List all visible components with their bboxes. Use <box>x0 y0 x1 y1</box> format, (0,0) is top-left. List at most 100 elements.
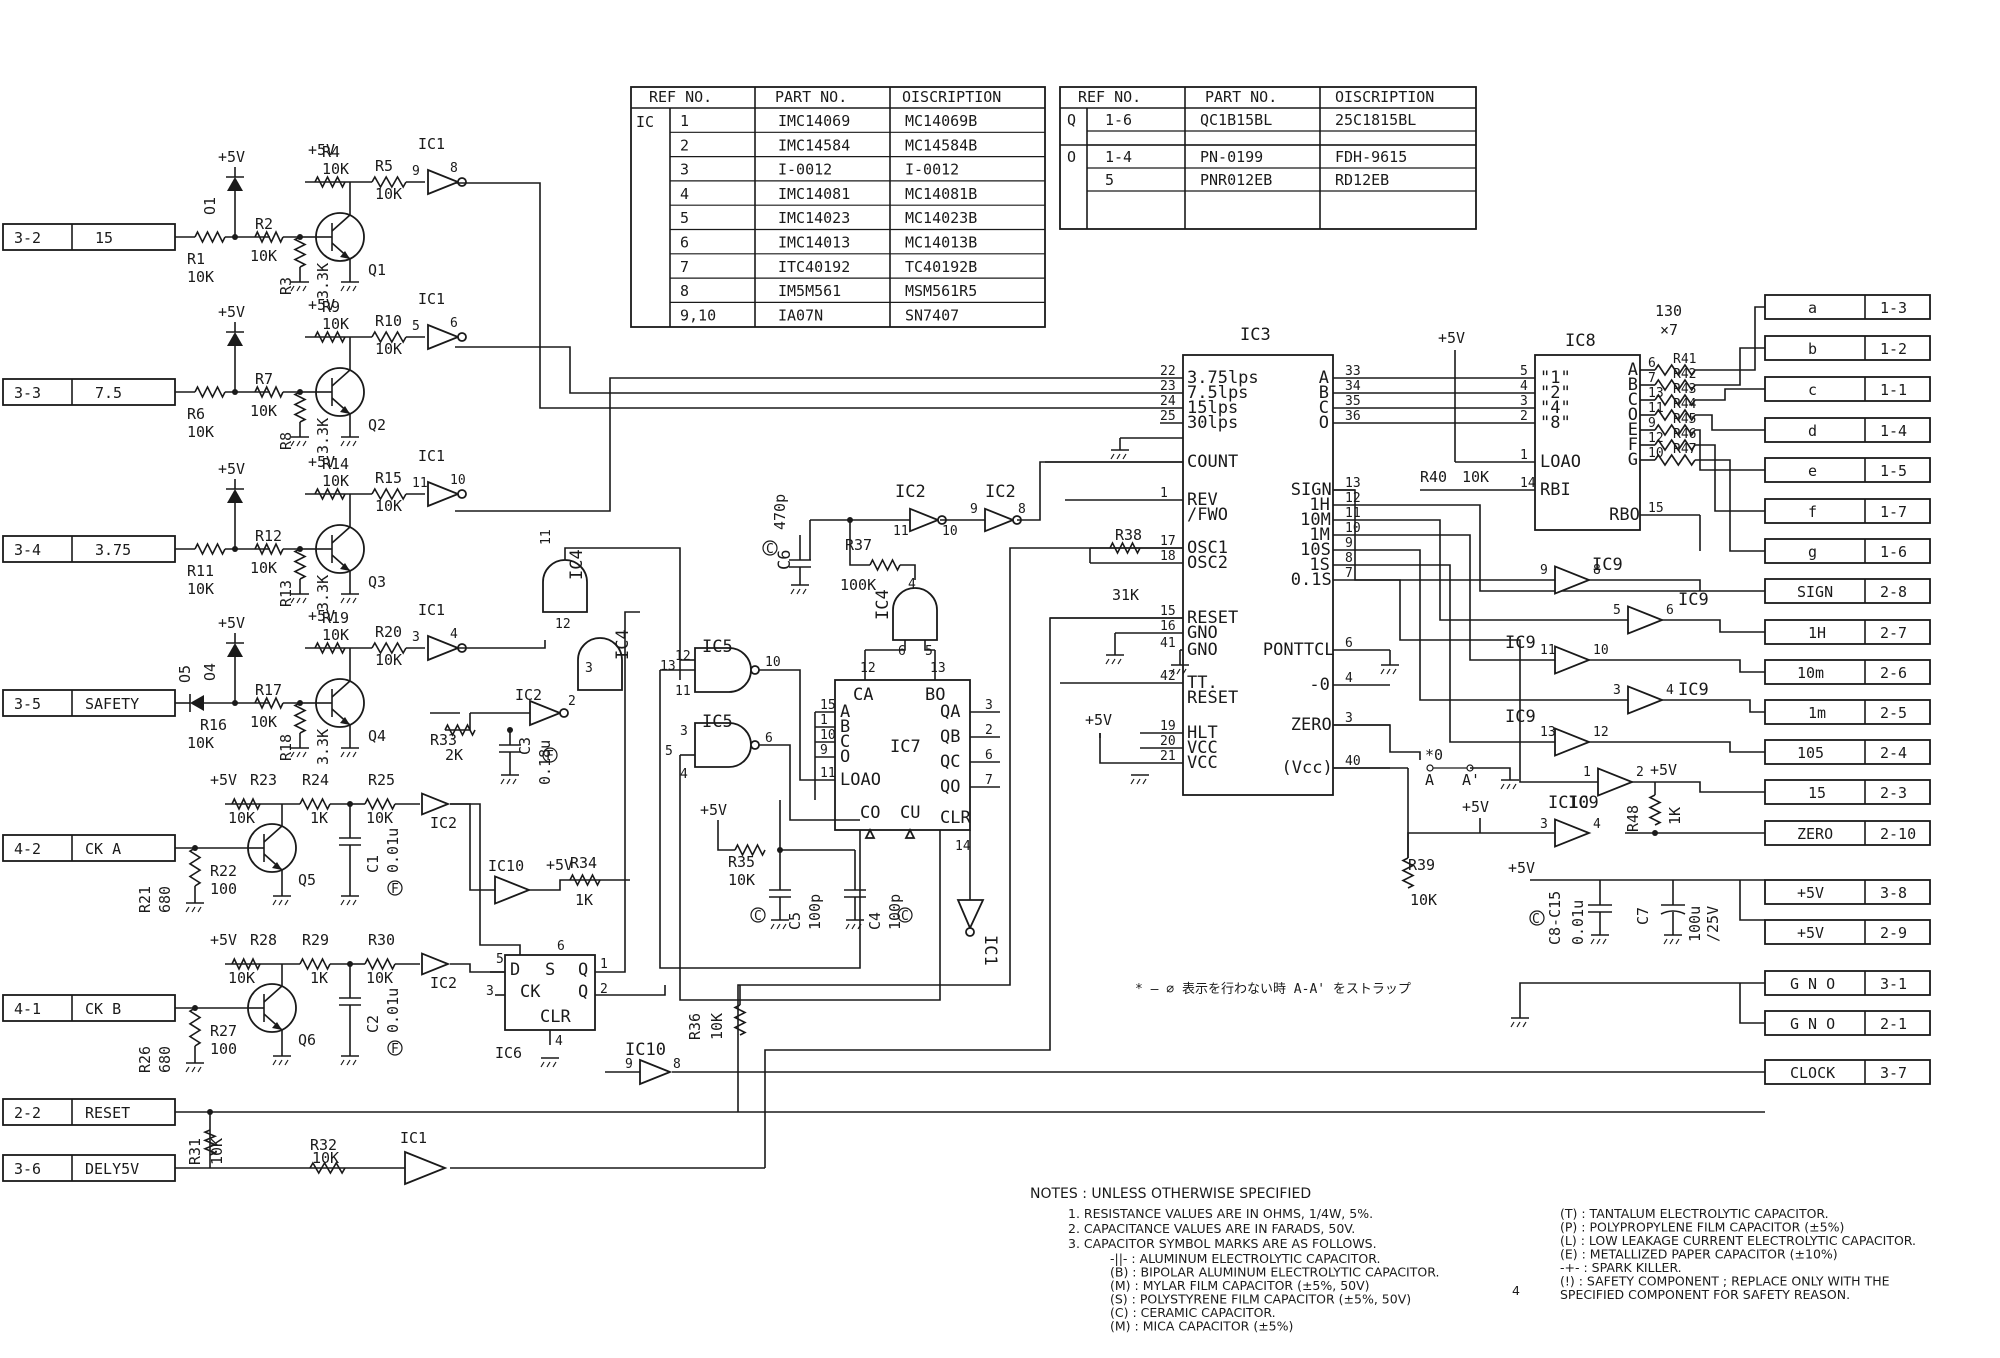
note-symbol: (L) : LOW LEAKAGE CURRENT ELECTROLYTIC C… <box>1560 1233 1916 1248</box>
note-symbol: (M) : MYLAR FILM CAPACITOR (±5%, 50V) <box>1110 1278 1370 1293</box>
right-connector-pin: 3-1 <box>1880 975 1907 993</box>
right-connector-box <box>1764 699 1931 725</box>
segment-resistor-label: R42 <box>1673 367 1696 382</box>
ic6-pin-name: D <box>510 960 520 980</box>
right-connector-pin: 2-4 <box>1880 744 1907 762</box>
pin-number: 11 <box>412 476 428 491</box>
stamp-c-icon <box>1529 910 1545 926</box>
right-connector-pin: 1-2 <box>1880 340 1907 358</box>
c815-value: 0.01u <box>1569 900 1587 945</box>
ic3-pin-name: RESET <box>1187 608 1238 628</box>
emitter-arrow-icon <box>272 1022 282 1030</box>
ic3-pin-number: 8 <box>1345 551 1353 566</box>
right-connector-pin: 1-3 <box>1880 299 1907 317</box>
resistor-value: 10K <box>187 268 214 286</box>
resistor-icon <box>1654 363 1696 377</box>
resistor-label: R13 <box>277 580 295 607</box>
note-symbol: -||- : ALUMINUM ELECTROLYTIC CAPACITOR. <box>1110 1251 1380 1266</box>
left-connector-label: SAFETY <box>85 695 139 713</box>
ic-table-ref-cell: 9,10 <box>680 306 716 324</box>
resistor-value: 2K <box>445 746 463 764</box>
ic3-pin-number: 35 <box>1345 394 1361 409</box>
right-connector-pin: 2-8 <box>1880 583 1907 601</box>
supply-label: +5V <box>218 460 245 478</box>
ic3-pin-name: PONTTCL <box>1263 640 1335 660</box>
right-connector-label: SIGN <box>1797 583 1833 601</box>
left-connector-pin: 3-2 <box>14 229 41 247</box>
resistor-value: 10K <box>366 809 393 827</box>
ic8-pin-name: G <box>1628 450 1638 470</box>
ic3-pin-number: 34 <box>1345 379 1361 394</box>
supply-label: +5V <box>210 771 237 789</box>
resistor-value: 10K <box>312 1149 339 1167</box>
ic3-pin-name: A <box>1319 368 1329 388</box>
right-connector-label: g <box>1808 543 1817 561</box>
left-connector-box <box>2 378 176 406</box>
note-symbol: (S) : POLYSTYRENE FILM CAPACITOR (±5%, 5… <box>1110 1292 1411 1307</box>
transistor-label: Q4 <box>368 727 386 745</box>
pin-number: 8 <box>1018 502 1026 517</box>
ic-label: IC9 <box>1592 555 1623 575</box>
ic3-pin-number: 18 <box>1160 549 1176 564</box>
pin-number: 6 <box>1666 603 1674 618</box>
wire <box>263 985 283 1003</box>
capacitor-label: C4 <box>866 912 884 930</box>
wire <box>659 670 861 969</box>
junction-dot <box>1652 830 1658 836</box>
wire <box>331 680 351 698</box>
resistor-icon <box>371 641 407 655</box>
ic3-pin-number: 25 <box>1160 409 1176 424</box>
ic7-pin-name: QO <box>940 777 960 797</box>
ground-icon <box>340 895 360 906</box>
right-connector-box <box>1764 1010 1931 1036</box>
buffer-icon <box>421 792 451 816</box>
supply-label: +5V <box>308 296 335 314</box>
c815-label: C8-C15 <box>1546 891 1564 945</box>
capacitor-value: 0.01u <box>384 828 402 873</box>
resistor-icon <box>231 797 261 811</box>
ic8-pin-number: 11 <box>1648 401 1664 416</box>
capacitor-stamp: F <box>391 1042 399 1057</box>
ground-icon <box>340 593 360 604</box>
pin-number: 4 <box>1593 817 1601 832</box>
wire <box>331 369 351 387</box>
resistor-value: 10K <box>728 871 755 889</box>
ic-label: IC1 <box>418 290 445 308</box>
q-table-header-desc: OISCRIPTION <box>1335 88 1434 106</box>
ground-icon <box>185 902 205 913</box>
ic3-pin-number: 10 <box>1345 521 1361 536</box>
wire <box>900 564 916 580</box>
wire <box>1695 459 1765 552</box>
right-connector-label: 10m <box>1797 664 1824 682</box>
supply-label: +5V <box>700 801 727 819</box>
buffer-icon <box>1627 685 1665 715</box>
resistor-value: 10K <box>250 247 277 265</box>
ic7-pin-name: QC <box>940 752 960 772</box>
wire <box>331 526 351 544</box>
ic7-pin-name: CU <box>900 803 920 823</box>
ic3-pin-name: COUNT <box>1187 452 1238 472</box>
ic-table-desc-cell: MC14013B <box>905 234 977 252</box>
ic-table-desc-cell: MC14023B <box>905 209 977 227</box>
buffer-icon <box>639 1058 673 1086</box>
note-symbol: SPECIFIED COMPONENT FOR SAFETY REASON. <box>1560 1287 1850 1302</box>
misc-wiring: +5V C8-C15 0.01u C7 100u /25V C <box>175 547 1765 1169</box>
ic6-pin-number: 3 <box>486 984 494 999</box>
resistor-value: 10K <box>228 969 255 987</box>
ground-icon <box>185 1062 205 1073</box>
resistor-value: 10K <box>322 626 349 644</box>
resistor-label: R12 <box>255 527 282 545</box>
ic8-pin-name: O <box>1628 405 1638 425</box>
buffer-icon <box>1554 645 1592 675</box>
r40-value: 10K <box>1462 468 1489 486</box>
ic-table-desc-cell: I-0012 <box>905 161 959 179</box>
right-connector-pin: 3-7 <box>1880 1064 1907 1082</box>
ic3-pin-name: 7.5lps <box>1187 383 1248 403</box>
supply-label: +5V <box>308 607 335 625</box>
resistor-value: 10K <box>187 734 214 752</box>
ic3-pin-name: TT. <box>1187 673 1218 693</box>
left-connector-box <box>2 689 176 717</box>
ground-icon <box>1105 654 1125 665</box>
pin-number: 6 <box>450 316 458 331</box>
